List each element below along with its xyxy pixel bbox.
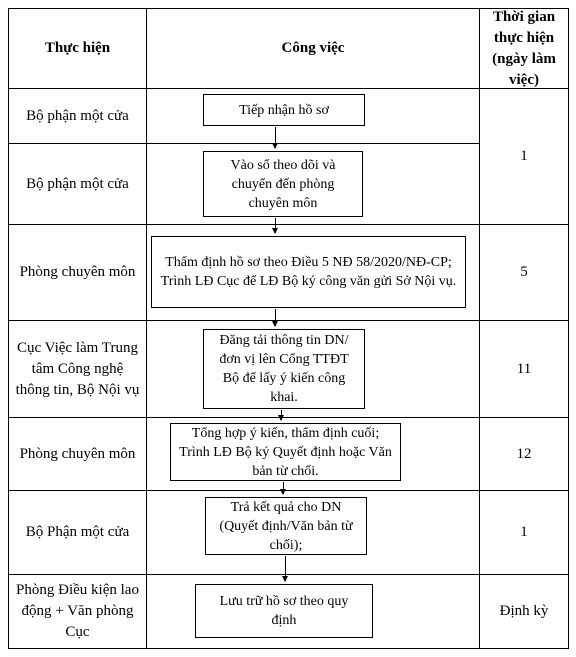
step-box-receive: Tiếp nhận hồ sơ [203, 94, 365, 126]
step-box-archive: Lưu trữ hồ sơ theo quy định [195, 584, 373, 638]
duration-cell: 1 [520, 148, 528, 164]
row-divider [8, 320, 569, 321]
row-divider [8, 417, 569, 418]
row-divider [8, 574, 569, 575]
flow-arrow [278, 410, 284, 421]
header-duration: Thời gian thực hiện (ngày làm việc) [492, 8, 556, 88]
step-box-finalize: Tổng hợp ý kiến, thẩm định cuối; Trình L… [170, 423, 401, 481]
performer-cell: Cục Việc làm Trung tâm Công nghệ thông t… [15, 339, 140, 398]
flow-arrow [272, 309, 278, 327]
performer-cell: Phòng Điều kiện lao động + Văn phòng Cục [16, 582, 139, 640]
column-divider [479, 8, 480, 649]
flow-arrow [272, 218, 278, 234]
flow-arrow [272, 127, 278, 149]
duration-cell: Định kỳ [499, 603, 549, 619]
table-border-bottom [8, 648, 569, 649]
step-box-appraise: Thẩm định hồ sơ theo Điều 5 NĐ 58/2020/N… [151, 236, 466, 308]
header-divider [8, 88, 569, 89]
row-divider [8, 490, 569, 491]
performer-cell: Bộ Phận một cửa [25, 524, 130, 540]
flow-arrow [280, 482, 286, 495]
performer-cell: Bộ phận một cửa [26, 107, 129, 124]
duration-cell: 1 [520, 524, 528, 540]
table-border-left [8, 8, 9, 649]
performer-cell: Phòng chuyên môn [19, 445, 136, 462]
performer-cell: Phòng chuyên môn [19, 264, 136, 280]
table-border-top [8, 8, 569, 9]
step-box-register: Vào sổ theo dõi và chuyển đến phòng chuy… [203, 151, 363, 217]
duration-cell: 11 [516, 360, 532, 377]
flow-arrow [282, 556, 288, 582]
duration-cell: 12 [516, 445, 532, 462]
duration-cell: 5 [520, 264, 528, 280]
row-divider [8, 224, 569, 225]
column-divider [146, 8, 147, 649]
header-performer: Thực hiện [44, 40, 111, 56]
step-box-return: Trả kết quả cho DN (Quyết định/Văn bản t… [205, 497, 367, 555]
header-task: Công việc [281, 40, 345, 56]
table-border-right [568, 8, 569, 649]
step-box-publish: Đăng tải thông tin DN/đơn vị lên Cổng TT… [203, 329, 365, 409]
row-divider [8, 143, 480, 144]
performer-cell: Bộ phận một cửa [26, 175, 129, 192]
